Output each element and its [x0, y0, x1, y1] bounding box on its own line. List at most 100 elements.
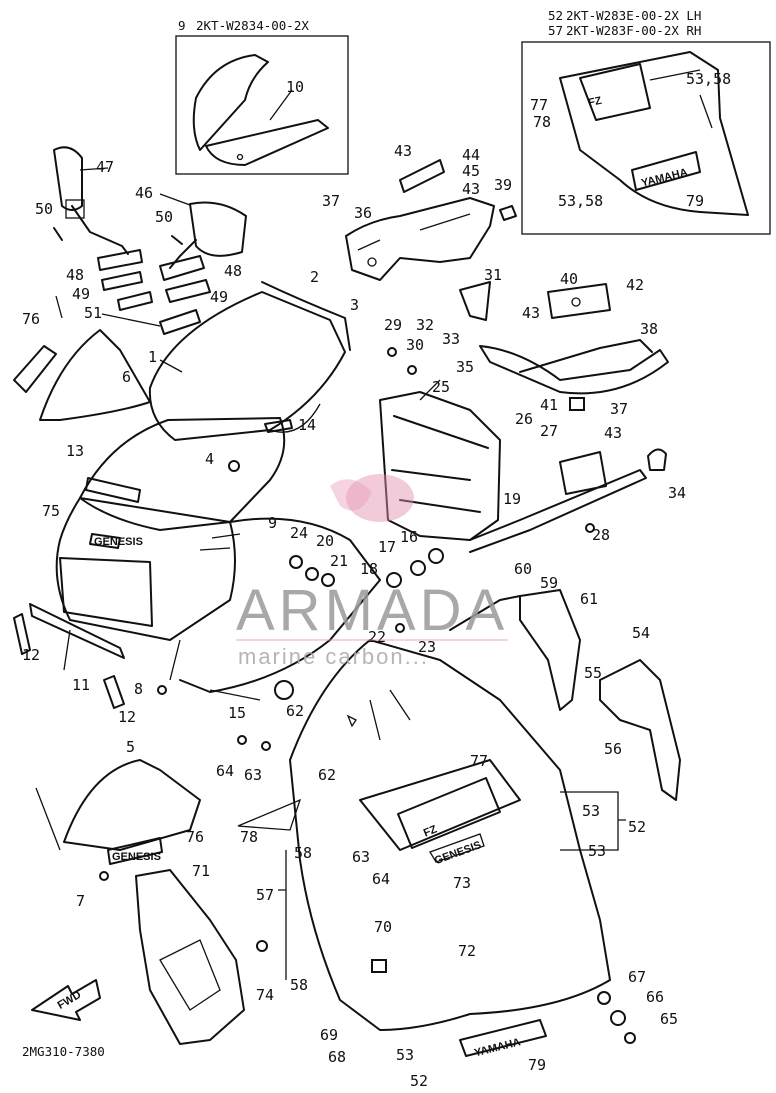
box-right-line2-ref: 57: [548, 23, 563, 38]
callout-18: 18: [360, 560, 378, 578]
callout-5358-bottom: 53,58: [558, 192, 603, 210]
side-panel-small: 76 6: [13, 295, 151, 421]
callout-43-top: 43: [394, 142, 412, 160]
callout-39: 39: [494, 176, 512, 194]
meter-bracket: 37 36 43 44 45 43 39 31 32 33 3 29 30: [322, 142, 517, 375]
callout-35: 35: [456, 358, 474, 376]
callout-11: 11: [72, 676, 90, 694]
callout-12-left: 12: [22, 646, 40, 664]
yamaha-decal-small: YAMAHA: [640, 166, 689, 189]
callout-67: 67: [628, 968, 646, 986]
callout-14: 14: [298, 416, 316, 434]
callout-68: 68: [328, 1048, 346, 1066]
callout-57: 57: [256, 886, 274, 904]
callout-53-right-lower: 53: [588, 842, 606, 860]
callout-33: 33: [442, 330, 460, 348]
callout-61: 61: [580, 590, 598, 608]
callout-48-left: 48: [66, 266, 84, 284]
callout-76-upper: 76: [22, 310, 40, 328]
callout-50-left: 50: [35, 200, 53, 218]
callout-43-lower: 43: [604, 424, 622, 442]
cowl-stays: 12 11 12 8: [13, 603, 261, 726]
box-left-ref: 9: [178, 18, 186, 33]
lower-stays: 60 59 61 54 55 56: [449, 560, 681, 801]
callout-75: 75: [42, 502, 60, 520]
callout-65: 65: [660, 1010, 678, 1028]
lower-fairing-main: FZ GENESIS YAMAHA 77 62 62 63 64 73 72 7…: [286, 639, 646, 1090]
bottom-right-fasteners: 67 66 65: [597, 968, 678, 1044]
mid-fasteners: 15 24 20 21 18 17 16 22 23: [228, 524, 444, 722]
callout-73: 73: [453, 874, 471, 892]
windscreen-upper: 2 1: [148, 268, 351, 441]
callout-78-main: 78: [240, 828, 258, 846]
watermark: ARMADA marine carbon...: [236, 474, 508, 669]
box-right-line2-code: 2KT-W283F-00-2X RH: [566, 23, 701, 38]
callout-4: 4: [205, 450, 214, 468]
callout-77-main: 77: [470, 752, 488, 770]
genesis-badge-cowl: GENESIS: [94, 536, 143, 548]
callout-13: 13: [66, 442, 84, 460]
callout-45: 45: [462, 162, 480, 180]
callout-56: 56: [604, 740, 622, 758]
callout-20: 20: [316, 532, 334, 550]
callout-79-main: 79: [528, 1056, 546, 1074]
box-right-line1-ref: 52: [548, 8, 563, 23]
inset-box-side-panel: 52 2KT-W283E-00-2X LH 57 2KT-W283F-00-2X…: [521, 8, 771, 235]
callout-46: 46: [135, 184, 153, 202]
callout-55: 55: [584, 664, 602, 682]
box-right-line1-code: 2KT-W283E-00-2X LH: [566, 8, 701, 23]
callout-31: 31: [484, 266, 502, 284]
callout-49-left: 49: [72, 285, 90, 303]
callout-64-left: 64: [216, 762, 234, 780]
callout-5: 5: [126, 738, 135, 756]
callout-32: 32: [416, 316, 434, 334]
callout-52-bottom: 52: [410, 1072, 428, 1090]
callout-1: 1: [148, 348, 157, 366]
lower-windscreen: GENESIS 5 76 7: [35, 738, 204, 910]
callout-54: 54: [632, 624, 650, 642]
callout-44: 44: [462, 146, 480, 164]
diagram-code: 2MG310-7380: [22, 1044, 105, 1059]
callout-3: 3: [350, 296, 359, 314]
callout-62-lower: 62: [318, 766, 336, 784]
watermark-title: ARMADA: [236, 578, 508, 643]
callout-64-main: 64: [372, 870, 390, 888]
callout-60: 60: [514, 560, 532, 578]
callout-9: 9: [268, 514, 277, 532]
watermark-subtitle: marine carbon...: [238, 644, 429, 669]
callout-29: 29: [384, 316, 402, 334]
fz-emblem-fairing: FZ: [422, 823, 439, 839]
callout-23: 23: [418, 638, 436, 656]
inset-box-windscreen: 9 2KT-W2834-00-2X 10: [175, 18, 349, 175]
callout-66: 66: [646, 988, 664, 1006]
cowl-bracket-frame: 25 19 26 27 28: [379, 378, 647, 553]
genesis-badge-fairing: GENESIS: [433, 839, 483, 867]
callout-19: 19: [503, 490, 521, 508]
genesis-badge-lower: GENESIS: [112, 851, 161, 863]
callout-49-right: 49: [210, 288, 228, 306]
mirror-mount-hardware: 50 50 48 48 49 49 51: [35, 200, 242, 335]
callout-34: 34: [668, 484, 686, 502]
callout-58-bottom: 58: [290, 976, 308, 994]
callout-53-bottom: 53: [396, 1046, 414, 1064]
callout-21: 21: [330, 552, 348, 570]
callout-52-right: 52: [628, 818, 646, 836]
callout-8: 8: [134, 680, 143, 698]
callout-43-second: 43: [462, 180, 480, 198]
callout-24: 24: [290, 524, 308, 542]
callout-78-inset: 78: [533, 113, 551, 131]
callout-36: 36: [354, 204, 372, 222]
callout-53-right-upper: 53: [582, 802, 600, 820]
callout-77-inset: 77: [530, 96, 548, 114]
callout-40: 40: [560, 270, 578, 288]
callout-7-lower: 7: [76, 892, 85, 910]
callout-6: 6: [122, 368, 131, 386]
callout-25: 25: [432, 378, 450, 396]
fz-emblem-small: FZ: [587, 95, 603, 110]
callout-47: 47: [96, 158, 114, 176]
watermark-logo-mark: [346, 474, 414, 522]
callout-48-right: 48: [224, 262, 242, 280]
callout-63-main: 63: [352, 848, 370, 866]
callout-70: 70: [374, 918, 392, 936]
callout-42: 42: [626, 276, 644, 294]
